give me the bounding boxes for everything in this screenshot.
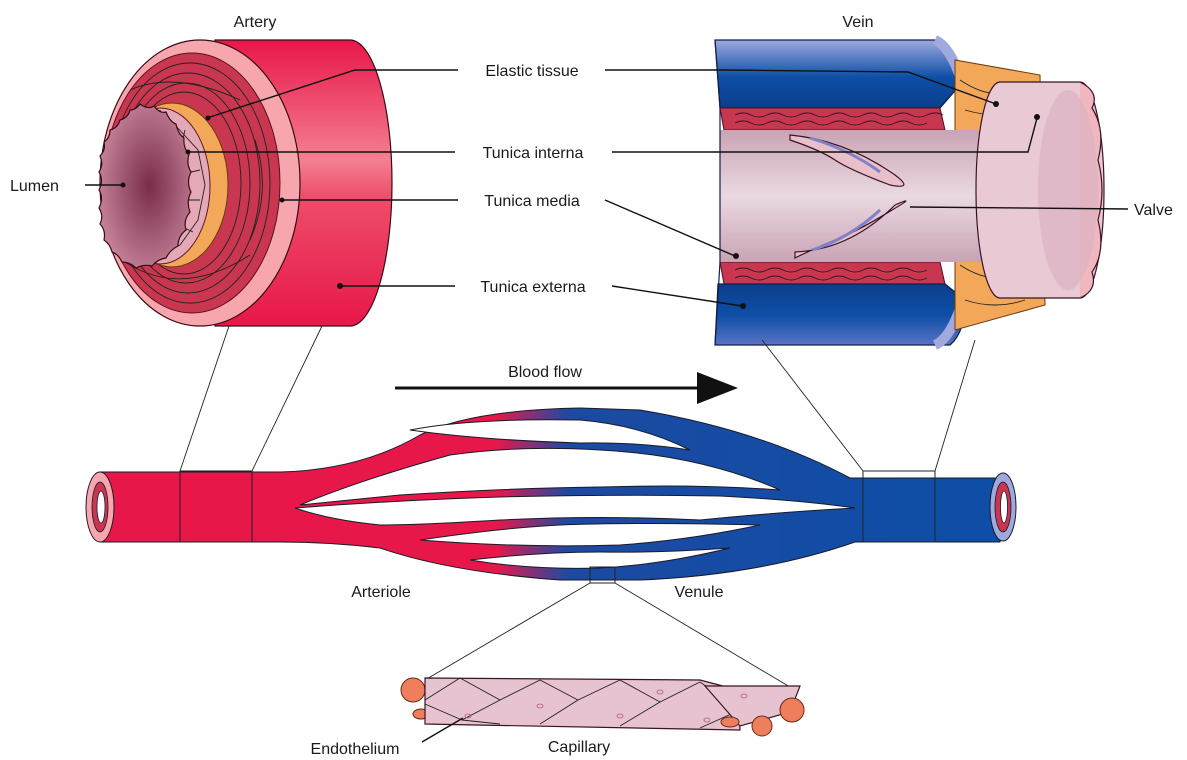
- label-lumen: Lumen: [10, 178, 59, 195]
- vein-cross-section: [715, 40, 1104, 345]
- vessel-network: [86, 408, 1016, 583]
- label-tunica-media: Tunica media: [484, 193, 580, 210]
- label-tunica-interna: Tunica interna: [483, 145, 584, 162]
- label-arteriole: Arteriole: [351, 584, 411, 601]
- label-capillary: Capillary: [548, 739, 610, 756]
- capillary-detail: [401, 678, 804, 736]
- label-tunica-externa: Tunica externa: [480, 279, 585, 296]
- label-endothelium: Endothelium: [311, 741, 400, 758]
- label-blood-flow: Blood flow: [508, 364, 582, 381]
- label-artery: Artery: [234, 14, 277, 31]
- label-valve: Valve: [1134, 202, 1173, 219]
- artery-cross-section: [99, 40, 392, 326]
- label-elastic-tissue: Elastic tissue: [485, 63, 578, 80]
- label-venule: Venule: [675, 584, 724, 601]
- label-vein: Vein: [842, 14, 873, 31]
